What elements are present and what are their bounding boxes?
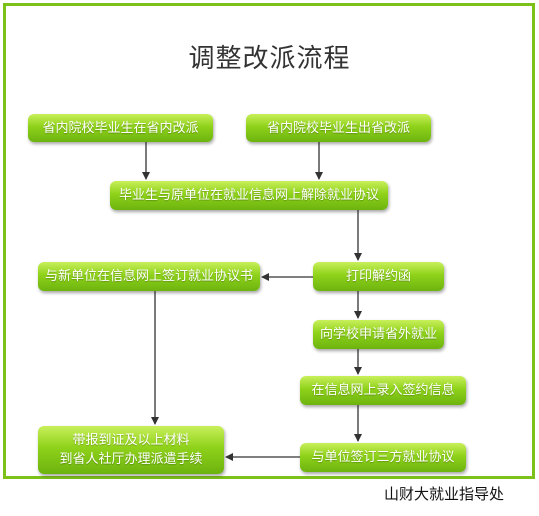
step-terminate-agreement: 毕业生与原单位在就业信息网上解除就业协议 (110, 181, 388, 210)
watermark: 山财大就业指导处 (384, 485, 505, 503)
diagram-title: 调整改派流程 (188, 44, 351, 74)
step-label: 与新单位在信息网上签订就业协议书 (44, 269, 253, 284)
step-label: 省内院校毕业生在省内改派 (42, 120, 199, 136)
step-print-termination-letter: 打印解约函 (313, 262, 444, 291)
step-label-line1: 带报到证及以上材料 (72, 433, 190, 448)
step-apply-out-province: 向学校申请省外就业 (313, 320, 444, 349)
step-label: 与单位签订三方就业协议 (311, 450, 455, 465)
step-label: 向学校申请省外就业 (319, 327, 437, 342)
step-label: 毕业生与原单位在就业信息网上解除就业协议 (118, 188, 379, 203)
step-out-province-reassign: 省内院校毕业生出省改派 (246, 114, 431, 142)
step-enter-signing-info: 在信息网上录入签约信息 (300, 376, 466, 405)
step-label-line2: 到省人社厅办理派遣手续 (59, 452, 203, 467)
step-sign-with-new-employer: 与新单位在信息网上签订就业协议书 (38, 262, 260, 291)
step-in-province-reassign: 省内院校毕业生在省内改派 (28, 114, 213, 142)
step-sign-tripartite-agreement: 与单位签订三方就业协议 (300, 443, 466, 472)
step-label: 省内院校毕业生出省改派 (266, 120, 410, 136)
step-label: 打印解约函 (345, 269, 411, 284)
step-label: 在信息网上录入签约信息 (311, 383, 455, 398)
step-dispatch-procedures: 带报到证及以上材料 到省人社厅办理派遣手续 (38, 426, 224, 474)
